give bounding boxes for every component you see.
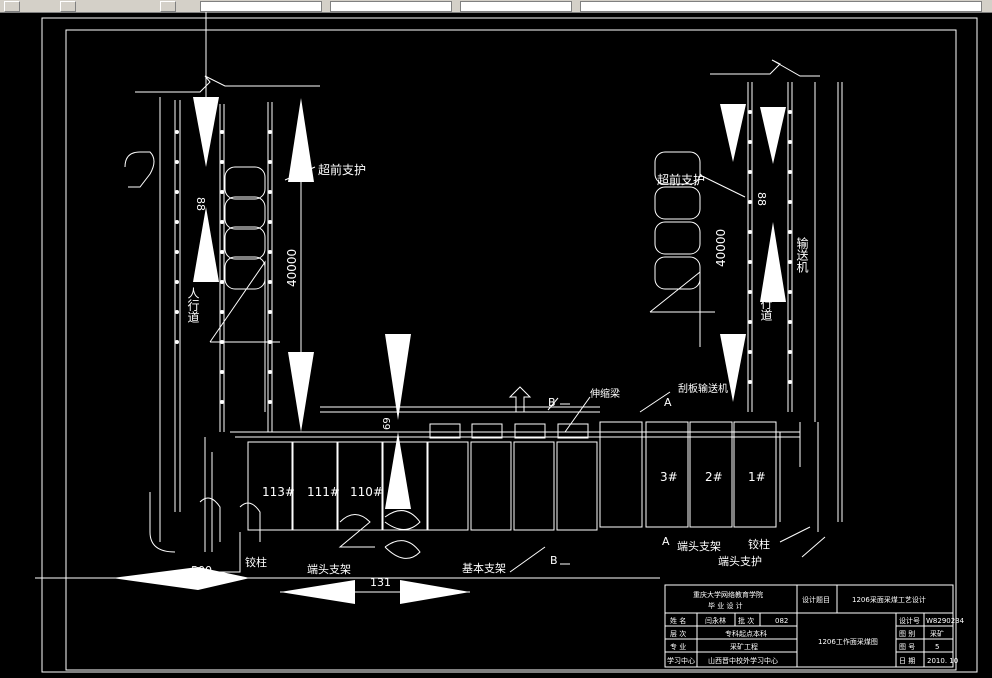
title-drawing-name: 1206工作面采煤图: [818, 637, 878, 646]
label-500: 500: [191, 564, 212, 577]
property-icon[interactable]: [160, 1, 176, 12]
title-design-no-value: W8290234: [926, 617, 965, 625]
title-date-label: 日 期: [899, 657, 915, 665]
right-rail-dots: [748, 110, 792, 384]
title-scale-label: 图 别: [899, 629, 915, 638]
label-support-3: 3#: [660, 470, 678, 484]
right-roadway-rails: [747, 82, 843, 522]
arrow-up-left-1: [193, 207, 219, 282]
title-level-label: 层 次: [670, 629, 686, 638]
label-scraper-conveyor: 刮板输送机: [678, 382, 728, 395]
plotstyle-dropdown[interactable]: [580, 1, 982, 12]
label-advance-support-left: 超前支护: [318, 162, 366, 177]
large-outline-glyph-bottom: [149, 492, 421, 559]
large-outline-glyph-right: [649, 151, 715, 347]
label-40000-left: 40000: [285, 249, 299, 287]
left-rail-dots: [175, 130, 272, 404]
draw-tool-icon[interactable]: [4, 1, 20, 12]
cad-toolbar: [0, 0, 992, 13]
label-telescopic-beam: 伸缩梁: [590, 387, 620, 400]
arrow-up-left-2: [288, 98, 314, 182]
label-basic-support: 基本支架: [462, 561, 506, 575]
label-walkway-right: 行道: [759, 297, 773, 321]
label-40000-right: 40000: [714, 229, 728, 267]
inner-frame: [65, 29, 957, 671]
arrow-down-right-1: [760, 107, 786, 164]
label-support-110: 110#: [350, 485, 383, 499]
arrow-down-mid: [385, 334, 411, 420]
large-outline-glyph-left: [124, 151, 280, 412]
title-scale-value: 采矿: [930, 629, 944, 638]
label-support-113: 113#: [262, 485, 295, 499]
title-design-topic: 1206采面采煤工艺设计: [852, 595, 926, 604]
leader-lines: [284, 166, 826, 573]
title-center-value: 山西晋中校外学习中心: [708, 656, 778, 665]
label-section-a-bottom: A: [662, 535, 670, 548]
title-center-label: 学习中心: [667, 656, 695, 665]
break-line-right: [710, 59, 820, 77]
cad-drawing-canvas[interactable]: 超前支护 超前支护 40000 40000 88 88 人行道 行道 输送机 伸…: [0, 12, 992, 678]
linetype-dropdown[interactable]: [330, 1, 452, 12]
title-block-grid: [664, 584, 954, 668]
label-end-support-left: 端头支架: [307, 563, 351, 576]
title-level-value: 专科起点本科: [725, 629, 767, 638]
lineweight-dropdown[interactable]: [460, 1, 572, 12]
arrow-up-right-2: [760, 222, 786, 302]
arrow-right-bottom-1: [198, 567, 250, 590]
title-batch-label: 批 次: [738, 616, 754, 625]
arrow-up-right-1: [720, 104, 746, 162]
label-end-support-right: 端头支架: [677, 540, 721, 553]
break-line-left: [135, 75, 320, 93]
label-88-left: 88: [194, 197, 207, 211]
label-section-b-top: B: [548, 396, 556, 409]
label-conveyor-right: 输送机: [795, 236, 809, 273]
arrow-up-mid: [385, 432, 411, 509]
title-major-label: 专 业: [670, 642, 686, 651]
arrow-left-bottom-1: [112, 567, 198, 590]
title-design-topic-label: 设计题目: [802, 595, 830, 604]
title-project-type: 毕 业 设 计: [708, 601, 743, 610]
title-name-value: 闫永林: [705, 616, 726, 625]
label-69: 69: [382, 417, 393, 430]
arrow-down-right-2: [720, 334, 746, 402]
layer-icon[interactable]: [60, 1, 76, 12]
title-sheet-value: 5: [935, 643, 939, 651]
label-131: 131: [370, 576, 391, 589]
label-88-right: 88: [755, 192, 768, 206]
label-prop-left: 铰柱: [245, 555, 267, 569]
label-advance-support-right: 超前支护: [657, 172, 705, 187]
left-roadway-rails: [159, 97, 273, 542]
label-prop-right: 铰柱: [748, 537, 770, 551]
layer-dropdown[interactable]: [200, 1, 322, 12]
title-batch-value: 082: [775, 617, 788, 625]
arrow-down-left-1: [193, 97, 219, 167]
label-walkway-left: 人行道: [186, 287, 200, 323]
label-section-b-bottom: B: [550, 554, 558, 567]
label-support-111: 111#: [307, 485, 340, 499]
title-major-value: 采矿工程: [730, 642, 758, 651]
label-end-support-corner: 端头支护: [718, 554, 762, 568]
title-school: 重庆大学网络教育学院: [693, 590, 763, 599]
label-section-a-top: A: [664, 396, 672, 409]
support-row: [190, 406, 819, 573]
label-support-2: 2#: [705, 470, 723, 484]
title-name-label: 姓 名: [670, 616, 686, 625]
arrow-down-left-2: [288, 352, 314, 432]
title-date-value: 2010. 10: [927, 657, 958, 665]
title-design-no-label: 设计号: [899, 616, 920, 625]
title-sheet-label: 图 号: [899, 643, 915, 651]
arrow-outline-up: [508, 386, 532, 413]
label-support-1: 1#: [748, 470, 766, 484]
outer-frame: [41, 17, 978, 673]
